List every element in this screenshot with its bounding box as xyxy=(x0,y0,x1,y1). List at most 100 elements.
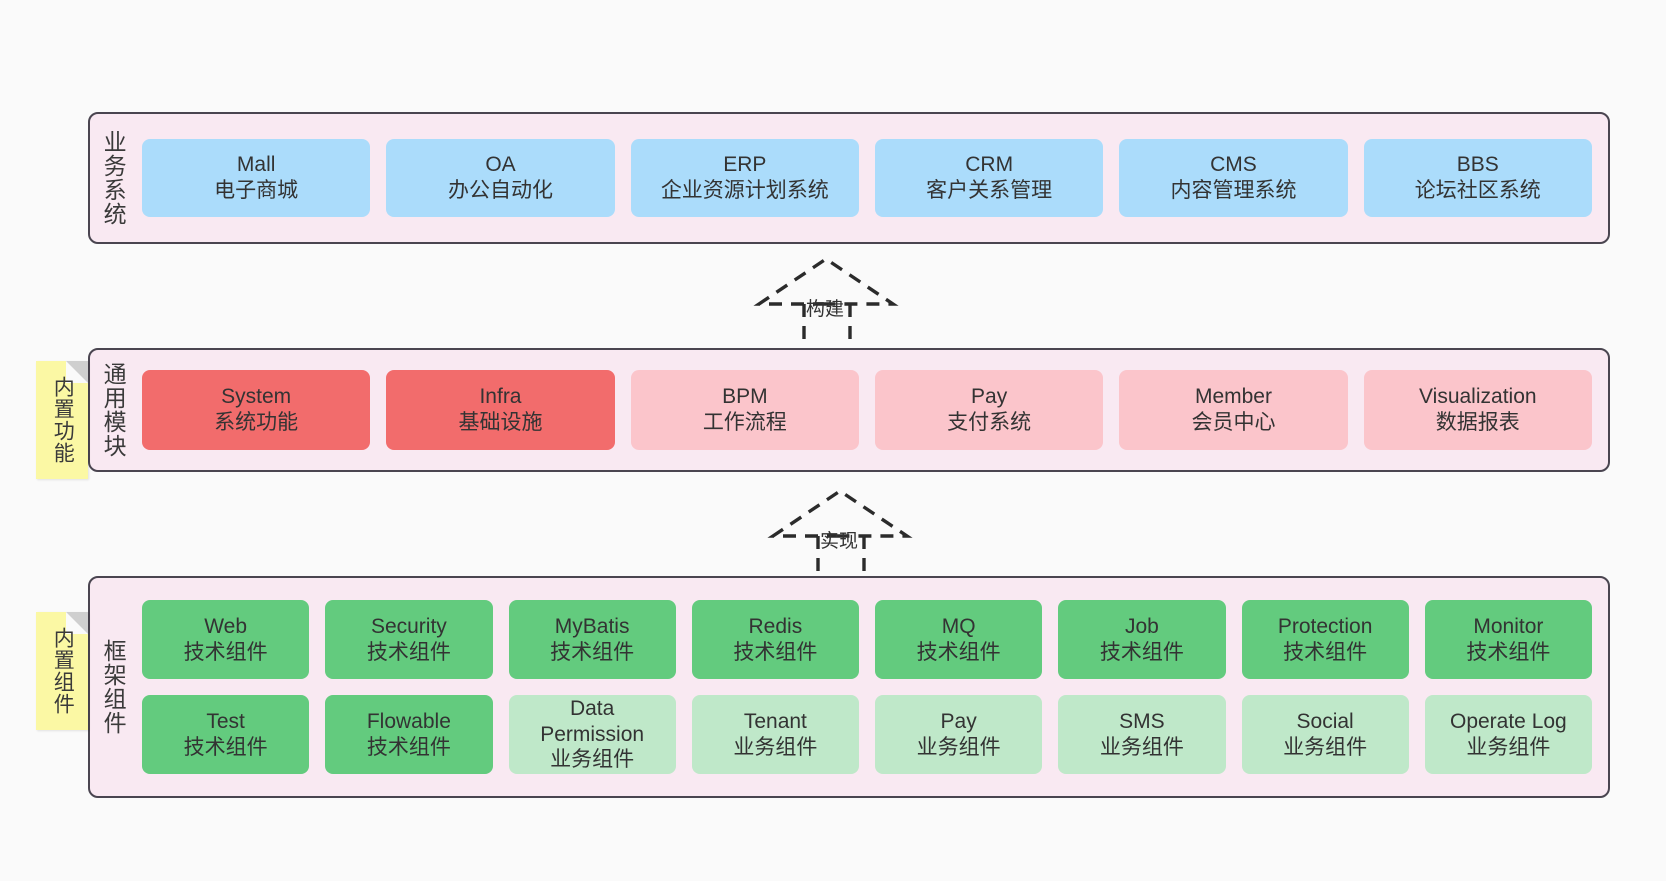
connector-build-label: 构建 xyxy=(806,299,845,320)
card-title: BPM xyxy=(722,385,768,409)
card-data-permission[interactable]: Data Permission 业务组件 xyxy=(508,695,676,774)
card-security[interactable]: Security 技术组件 xyxy=(325,600,493,679)
sticky-note-builtin-functions: 内置功能 xyxy=(36,361,88,479)
card-cms[interactable]: CMS 内容管理系统 xyxy=(1119,139,1348,217)
card-title: Job xyxy=(1124,614,1159,638)
card-subtitle: 技术组件 xyxy=(916,640,1001,664)
card-title: Test xyxy=(206,709,245,733)
card-subtitle: 技术组件 xyxy=(1099,640,1184,664)
connector-implement: 实现 xyxy=(767,488,922,578)
card-title: MyBatis xyxy=(554,614,630,638)
card-system[interactable]: System 系统功能 xyxy=(142,370,371,450)
layer-body-common-modules: System 系统功能 Infra 基础设施 BPM 工作流程 Pay 支付系统… xyxy=(136,350,1608,470)
card-subtitle: 技术组件 xyxy=(733,640,818,664)
card-subtitle: 支付系统 xyxy=(947,411,1032,434)
connector-implement-arrow-icon xyxy=(767,488,913,578)
card-title: OA xyxy=(485,153,516,177)
card-title: Social xyxy=(1296,709,1354,733)
card-title: Operate Log xyxy=(1449,709,1567,733)
card-web[interactable]: Web 技术组件 xyxy=(142,600,310,679)
card-title: Security xyxy=(370,614,447,638)
card-title: Pay xyxy=(971,385,1008,409)
card-bbs[interactable]: BBS 论坛社区系统 xyxy=(1363,139,1592,217)
card-test[interactable]: Test 技术组件 xyxy=(142,695,310,774)
layer-label-framework-components: 框架组件 xyxy=(100,639,127,735)
card-crm[interactable]: CRM 客户关系管理 xyxy=(874,139,1104,217)
card-mq[interactable]: MQ 技术组件 xyxy=(875,600,1043,679)
card-sms[interactable]: SMS 业务组件 xyxy=(1058,695,1226,774)
card-title: BBS xyxy=(1456,153,1499,177)
card-title: SMS xyxy=(1119,709,1165,733)
card-protection[interactable]: Protection 技术组件 xyxy=(1241,600,1409,679)
card-job[interactable]: Job 技术组件 xyxy=(1058,600,1226,679)
card-subtitle: 技术组件 xyxy=(183,640,268,664)
card-bpm[interactable]: BPM 工作流程 xyxy=(630,370,859,450)
card-subtitle: 客户关系管理 xyxy=(926,179,1053,202)
card-subtitle: 会员中心 xyxy=(1191,411,1276,434)
card-subtitle: 电子商城 xyxy=(214,179,299,202)
connector-implement-label: 实现 xyxy=(820,531,859,552)
card-member[interactable]: Member 会员中心 xyxy=(1119,370,1348,450)
card-title: CRM xyxy=(965,153,1014,177)
card-tenant[interactable]: Tenant 业务组件 xyxy=(691,695,859,774)
card-visualization[interactable]: Visualization 数据报表 xyxy=(1363,370,1592,450)
card-monitor[interactable]: Monitor 技术组件 xyxy=(1424,600,1592,679)
card-pay-module[interactable]: Pay 支付系统 xyxy=(874,370,1104,450)
card-subtitle: 业务组件 xyxy=(1283,735,1368,759)
card-row: Mall 电子商城 OA 办公自动化 ERP 企业资源计划系统 CRM 客户关系… xyxy=(142,139,1592,217)
connector-build-arrow-icon xyxy=(753,256,899,348)
card-row: Web 技术组件 Security 技术组件 MyBatis 技术组件 Redi… xyxy=(142,600,1592,679)
sticky-note-label: 内置功能 xyxy=(51,376,75,464)
card-title: Web xyxy=(204,614,248,638)
card-subtitle: 技术组件 xyxy=(366,640,451,664)
card-title: MQ xyxy=(941,614,976,638)
card-operate-log[interactable]: Operate Log 业务组件 xyxy=(1424,695,1592,774)
layer-common-modules: 通用模块 System 系统功能 Infra 基础设施 BPM 工作流程 Pay… xyxy=(88,348,1610,472)
card-infra[interactable]: Infra 基础设施 xyxy=(386,370,615,450)
card-title: Flowable xyxy=(366,709,451,733)
card-subtitle: 技术组件 xyxy=(1466,640,1551,664)
card-title: Protection xyxy=(1277,614,1373,638)
layer-label-common-modules: 通用模块 xyxy=(100,362,127,458)
card-mall[interactable]: Mall 电子商城 xyxy=(142,139,371,217)
card-subtitle: 技术组件 xyxy=(183,735,268,759)
card-title: Data Permission xyxy=(540,697,645,746)
card-oa[interactable]: OA 办公自动化 xyxy=(386,139,615,217)
card-subtitle: 业务组件 xyxy=(1099,735,1184,759)
card-title: Member xyxy=(1194,385,1272,409)
layer-business-systems: 业务系统 Mall 电子商城 OA 办公自动化 ERP 企业资源计划系统 CRM… xyxy=(88,112,1610,244)
card-subtitle: 技术组件 xyxy=(366,735,451,759)
card-subtitle: 业务组件 xyxy=(916,735,1001,759)
card-subtitle: 业务组件 xyxy=(733,735,818,759)
layer-label-business-systems: 业务系统 xyxy=(100,130,127,226)
card-subtitle: 企业资源计划系统 xyxy=(660,179,829,202)
card-title: CMS xyxy=(1210,153,1257,177)
layer-body-business-systems: Mall 电子商城 OA 办公自动化 ERP 企业资源计划系统 CRM 客户关系… xyxy=(136,114,1608,242)
card-title: Redis xyxy=(748,614,803,638)
card-title: Monitor xyxy=(1473,614,1544,638)
card-subtitle: 业务组件 xyxy=(550,748,635,772)
card-title: Infra xyxy=(479,385,522,409)
card-subtitle: 内容管理系统 xyxy=(1170,179,1297,202)
card-social[interactable]: Social 业务组件 xyxy=(1241,695,1409,774)
card-title: ERP xyxy=(723,153,767,177)
card-flowable[interactable]: Flowable 技术组件 xyxy=(325,695,493,774)
card-subtitle: 系统功能 xyxy=(214,411,299,434)
card-title: Tenant xyxy=(743,709,807,733)
card-pay-component[interactable]: Pay 业务组件 xyxy=(875,695,1043,774)
card-redis[interactable]: Redis 技术组件 xyxy=(691,600,859,679)
layer-body-framework-components: Web 技术组件 Security 技术组件 MyBatis 技术组件 Redi… xyxy=(136,578,1608,796)
layer-framework-components: 框架组件 Web 技术组件 Security 技术组件 MyBatis 技术组件… xyxy=(88,576,1610,798)
connector-build: 构建 xyxy=(753,256,908,348)
card-subtitle: 办公自动化 xyxy=(447,179,553,202)
card-row: System 系统功能 Infra 基础设施 BPM 工作流程 Pay 支付系统… xyxy=(142,370,1592,450)
card-erp[interactable]: ERP 企业资源计划系统 xyxy=(630,139,859,217)
card-mybatis[interactable]: MyBatis 技术组件 xyxy=(508,600,676,679)
card-subtitle: 论坛社区系统 xyxy=(1414,179,1541,202)
card-subtitle: 工作流程 xyxy=(702,411,787,434)
card-subtitle: 数据报表 xyxy=(1435,411,1520,434)
card-subtitle: 技术组件 xyxy=(1283,640,1368,664)
card-subtitle: 业务组件 xyxy=(1466,735,1551,759)
card-title: System xyxy=(221,385,292,409)
sticky-note-builtin-components: 内置组件 xyxy=(36,612,88,730)
